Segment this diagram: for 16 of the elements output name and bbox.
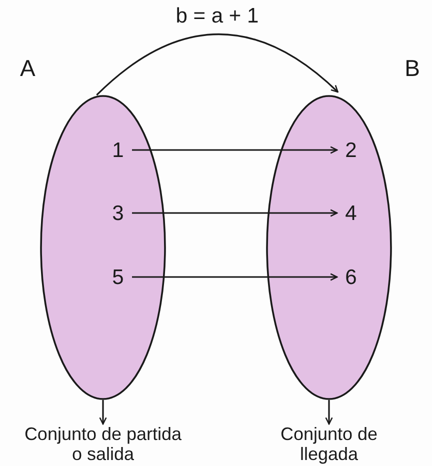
set-caption: Conjunto de llegada bbox=[279, 424, 379, 464]
arrow bbox=[132, 146, 338, 154]
arrow bbox=[99, 400, 107, 425]
set-name: A bbox=[20, 57, 36, 80]
element-number: 1 bbox=[111, 138, 125, 163]
element-number: 3 bbox=[111, 200, 125, 226]
arrow bbox=[132, 273, 338, 281]
set-caption: Conjunto de partida o salida bbox=[23, 424, 183, 464]
set-name: B bbox=[404, 57, 420, 80]
arrow bbox=[325, 400, 333, 425]
element-number: 5 bbox=[111, 264, 125, 290]
element-number: 4 bbox=[344, 200, 358, 226]
element-number: 2 bbox=[344, 138, 358, 163]
arrow bbox=[96, 34, 338, 96]
arrow bbox=[132, 209, 338, 217]
element-number: 6 bbox=[344, 264, 358, 290]
